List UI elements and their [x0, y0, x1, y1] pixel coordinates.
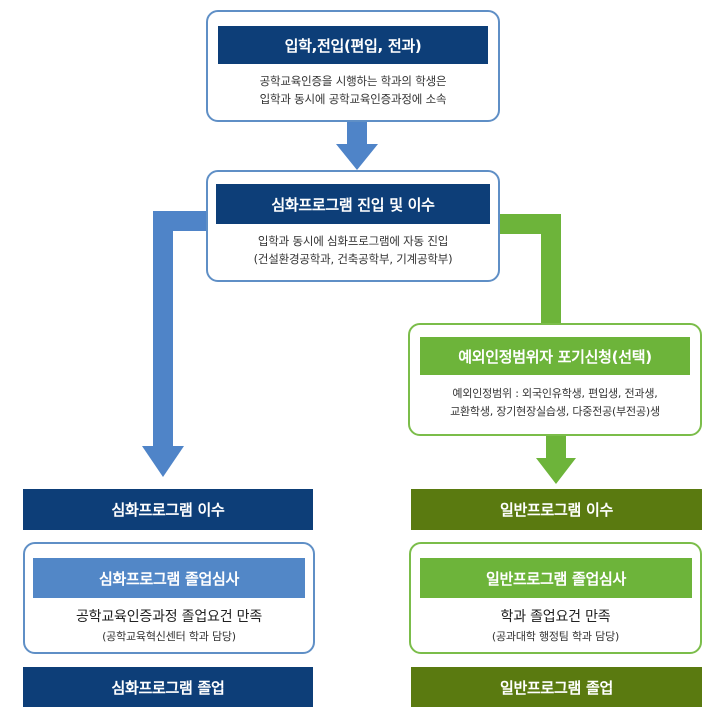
- exception-card: 예외인정범위자 포기신청(선택) 예외인정범위 : 외국인유학생, 편입생, 전…: [408, 323, 702, 436]
- deep-entry-title: 심화프로그램 진입 및 이수: [216, 184, 490, 224]
- deep-review-main: 공학교육인증과정 졸업요건 만족: [75, 609, 263, 625]
- deep-review-desc: 공학교육인증과정 졸업요건 만족 (공학교육혁신센터 학과 담당): [25, 606, 313, 646]
- general-graduate-bar: 일반프로그램 졸업: [411, 667, 702, 707]
- general-review-title: 일반프로그램 졸업심사: [420, 558, 692, 598]
- deep-entry-card: 심화프로그램 진입 및 이수 입학과 동시에 심화프로그램에 자동 진입 (건설…: [206, 170, 500, 282]
- general-review-card: 일반프로그램 졸업심사 학과 졸업요건 만족 (공과대학 행정팀 학과 담당): [409, 542, 702, 654]
- general-review-sub: (공과대학 행정팀 학과 담당): [491, 630, 620, 643]
- deep-graduate-bar: 심화프로그램 졸업: [23, 667, 313, 707]
- exception-line-1: 예외인정범위 : 외국인유학생, 편입생, 전과생,: [452, 387, 658, 400]
- arrow-deep-to-left-complete: [142, 211, 211, 477]
- deep-review-sub: (공학교육혁신센터 학과 담당): [102, 630, 236, 643]
- deep-entry-desc: 입학과 동시에 심화프로그램에 자동 진입 (건설환경공학과, 건축공학부, 기…: [208, 232, 498, 268]
- deep-entry-line-2: (건설환경공학과, 건축공학부, 기계공학부): [253, 252, 453, 266]
- arrow-exception-to-right-complete: [536, 436, 576, 484]
- admission-line-1: 공학교육인증을 시행하는 학과의 학생은: [259, 74, 447, 88]
- deep-review-title: 심화프로그램 졸업심사: [33, 558, 305, 598]
- general-review-main: 학과 졸업요건 만족: [500, 609, 611, 625]
- deep-entry-line-1: 입학과 동시에 심화프로그램에 자동 진입: [257, 234, 449, 248]
- exception-desc: 예외인정범위 : 외국인유학생, 편입생, 전과생, 교환학생, 장기현장실습생…: [410, 385, 700, 421]
- admission-card: 입학,전입(편입, 전과) 공학교육인증을 시행하는 학과의 학생은 입학과 동…: [206, 10, 500, 122]
- deep-review-card: 심화프로그램 졸업심사 공학교육인증과정 졸업요건 만족 (공학교육혁신센터 학…: [23, 542, 315, 654]
- arrow-deep-to-exception: [497, 214, 561, 326]
- deep-complete-bar: 심화프로그램 이수: [23, 489, 313, 530]
- admission-desc: 공학교육인증을 시행하는 학과의 학생은 입학과 동시에 공학교육인증과정에 소…: [208, 72, 498, 108]
- arrow-top-to-deep: [336, 120, 378, 170]
- general-complete-bar: 일반프로그램 이수: [411, 489, 702, 530]
- exception-line-2: 교환학생, 장기현장실습생, 다중전공(부전공)생: [450, 405, 660, 418]
- general-review-desc: 학과 졸업요건 만족 (공과대학 행정팀 학과 담당): [411, 606, 700, 646]
- admission-line-2: 입학과 동시에 공학교육인증과정에 소속: [259, 92, 447, 106]
- exception-title: 예외인정범위자 포기신청(선택): [420, 337, 690, 375]
- admission-title: 입학,전입(편입, 전과): [218, 26, 488, 64]
